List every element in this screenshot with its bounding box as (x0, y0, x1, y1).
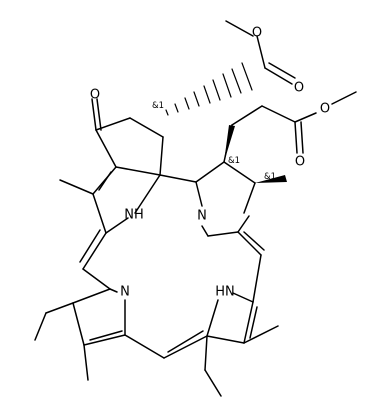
methyl-ester-1-bonds (225, 20, 296, 85)
stereo-label-2: &1 (228, 156, 240, 166)
atom-labels: O O O O O NH N N HN (90, 26, 330, 300)
ring-b-bonds (159, 161, 265, 256)
ring-d-hn-label: HN (215, 285, 235, 300)
ring-a-nh-label: NH (124, 208, 144, 223)
methyl-ester-2-bonds (223, 91, 357, 163)
hashed-wedge-1 (165, 62, 253, 116)
ester2-carbonyl-oxygen-label: O (295, 155, 305, 170)
wedge-bonds (224, 125, 287, 183)
ester1-carbonyl-oxygen-label: O (294, 81, 304, 96)
stereo-labels: &1 &1 &1 (152, 101, 276, 182)
keto-oxygen-label: O (90, 88, 100, 103)
ring-b-n-label: N (197, 209, 207, 224)
ring-a-bonds (59, 166, 161, 234)
ester2-ether-oxygen-label: O (320, 102, 330, 117)
stereo-label-1: &1 (152, 101, 164, 111)
ester1-ether-oxygen-label: O (252, 26, 262, 41)
macrocycle-lower-bonds (34, 229, 279, 397)
stereo-label-3: &1 (264, 172, 276, 182)
ring-c-n-label: N (120, 285, 130, 300)
ring-e-bonds (91, 98, 164, 176)
